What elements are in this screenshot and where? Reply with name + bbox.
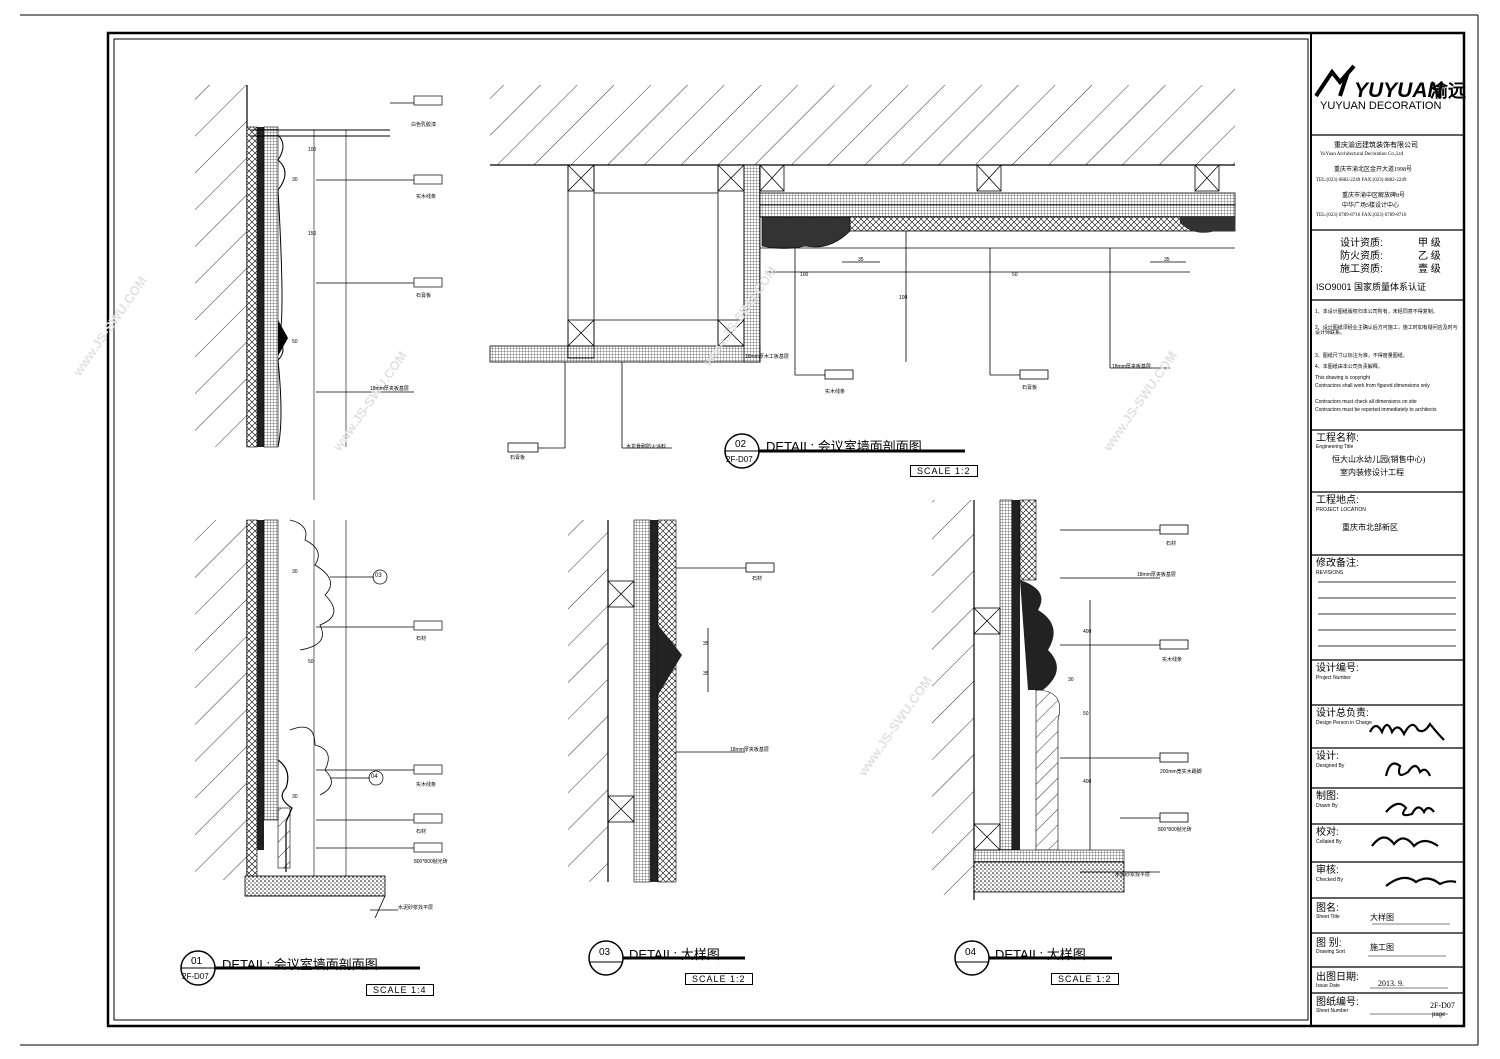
project-number-label-en: Project Number — [1316, 675, 1351, 681]
address-line: 重庆市渝北区金开大道1998号 — [1334, 167, 1413, 173]
sheet-number-label: 图纸编号: — [1316, 997, 1359, 1008]
sheet-number-value: 2F-D07 — [1430, 1001, 1455, 1010]
qualification-grade: 壹 级 — [1418, 264, 1441, 275]
engineering-title-line1: 恒大山水幼儿园(销售中心) — [1332, 455, 1426, 464]
detail-01-drawing — [195, 85, 443, 919]
company-name-en: YuYuan Architectural Decoration Co.,Ltd — [1320, 152, 1404, 157]
qualification-label: 设计资质: — [1340, 238, 1383, 249]
issue-date-label-en: Issue Date — [1316, 983, 1340, 989]
revisions-label: 修改备注: — [1316, 558, 1359, 569]
drawing-sort-value: 施工图 — [1370, 943, 1394, 952]
logo-cn: 渝远 — [1430, 81, 1466, 101]
location-value: 重庆市北部新区 — [1342, 523, 1398, 532]
note-item: 2、设计图纸须经业主确认后方可施工，施工时如有疑问应及时与设计师联系。 — [1315, 325, 1458, 336]
title-block-lines — [1311, 64, 1464, 1015]
note-item-en: Contractors must be reported immediately… — [1315, 407, 1437, 413]
detail-03-drawing — [568, 519, 775, 883]
signatures — [1369, 722, 1457, 887]
collated-by-label: 校对: — [1316, 827, 1339, 838]
qualification-label: 防火资质: — [1340, 251, 1383, 262]
company-name-cn: 重庆渝远建筑装饰有限公司 — [1334, 141, 1418, 149]
designed-by-label: 设计: — [1316, 751, 1339, 762]
engineering-title-label-en: Engineering Title — [1316, 444, 1354, 450]
note-item: 4、本图纸由本公司负责解释。 — [1315, 364, 1383, 370]
phone-line: TEL:(023) 6789-8716 FAX:(023) 6789-8716 — [1316, 213, 1407, 218]
detail-02-drawing — [489, 85, 1236, 453]
drawing-sort-label: 图 别: — [1316, 938, 1342, 949]
qualification-label: 施工资质: — [1340, 264, 1383, 275]
sheet-title-value: 大样图 — [1370, 913, 1394, 922]
drawn-by-label-en: Drawn By — [1316, 803, 1338, 809]
title-block: YUYUAN 渝远 YUYUAN DECORATION 重庆渝远建筑装饰有限公司… — [1312, 36, 1466, 1022]
location-label-en: PROJECT LOCATION — [1316, 507, 1366, 513]
qualification-grade: 乙 级 — [1418, 251, 1441, 262]
note-item-en: Contractors must check all dimensions on… — [1315, 399, 1417, 405]
sheet-title-label: 图名: — [1316, 903, 1339, 914]
address-line: 中华广场5楼设计中心 — [1342, 203, 1400, 209]
note-item: 1、本设计图纸版权归本公司所有，未经同意不得复制。 — [1315, 309, 1438, 315]
drawing-sort-label-en: Drawing Sort — [1316, 949, 1345, 955]
location-label: 工程地点: — [1316, 495, 1359, 506]
detail-04-drawing — [932, 499, 1189, 900]
designed-by-label-en: Designed By — [1316, 763, 1345, 769]
issue-date-label: 出图日期: — [1316, 972, 1359, 983]
revisions-label-en: REVISIONS — [1316, 570, 1344, 576]
iso-certification: ISO9001 国家质量体系认证 — [1316, 282, 1427, 292]
note-item-en: Contractors shall work from figured dime… — [1315, 383, 1430, 389]
checked-by-label: 审核: — [1316, 865, 1339, 876]
collated-by-label-en: Collated By — [1316, 839, 1342, 845]
address-line: 重庆市渝中区解放碑8号 — [1342, 193, 1406, 199]
project-number-label: 设计编号: — [1316, 663, 1359, 674]
sheet-number-label-en: Sheet Number — [1316, 1008, 1349, 1014]
phone-line: TEL:(023) 6882-2249 FAX:(023) 6882-2249 — [1316, 178, 1407, 183]
issue-date-value: 2013. 9. — [1378, 979, 1404, 988]
qualification-grade: 甲 级 — [1418, 238, 1441, 249]
design-person-label-en: Design Person in Charge — [1316, 720, 1372, 726]
logo-text: YUYUAN — [1354, 79, 1443, 102]
engineering-title-line2: 室内装修设计工程 — [1340, 468, 1404, 477]
engineering-title-label: 工程名称: — [1316, 433, 1359, 444]
logo-subtitle: YUYUAN DECORATION — [1320, 100, 1442, 112]
sheet-title-label-en: Sheet Title — [1316, 914, 1340, 920]
checked-by-label-en: Checked By — [1316, 877, 1343, 883]
design-person-label: 设计总负责: — [1316, 708, 1369, 719]
drawn-by-label: 制图: — [1316, 791, 1339, 802]
page-label: page — [1432, 1012, 1446, 1018]
note-item: 3、图纸尺寸以标注为准，不得度量图纸。 — [1315, 353, 1408, 359]
note-item-en: This drawing is copyright — [1315, 375, 1371, 381]
detail-bubbles — [180, 433, 1112, 986]
